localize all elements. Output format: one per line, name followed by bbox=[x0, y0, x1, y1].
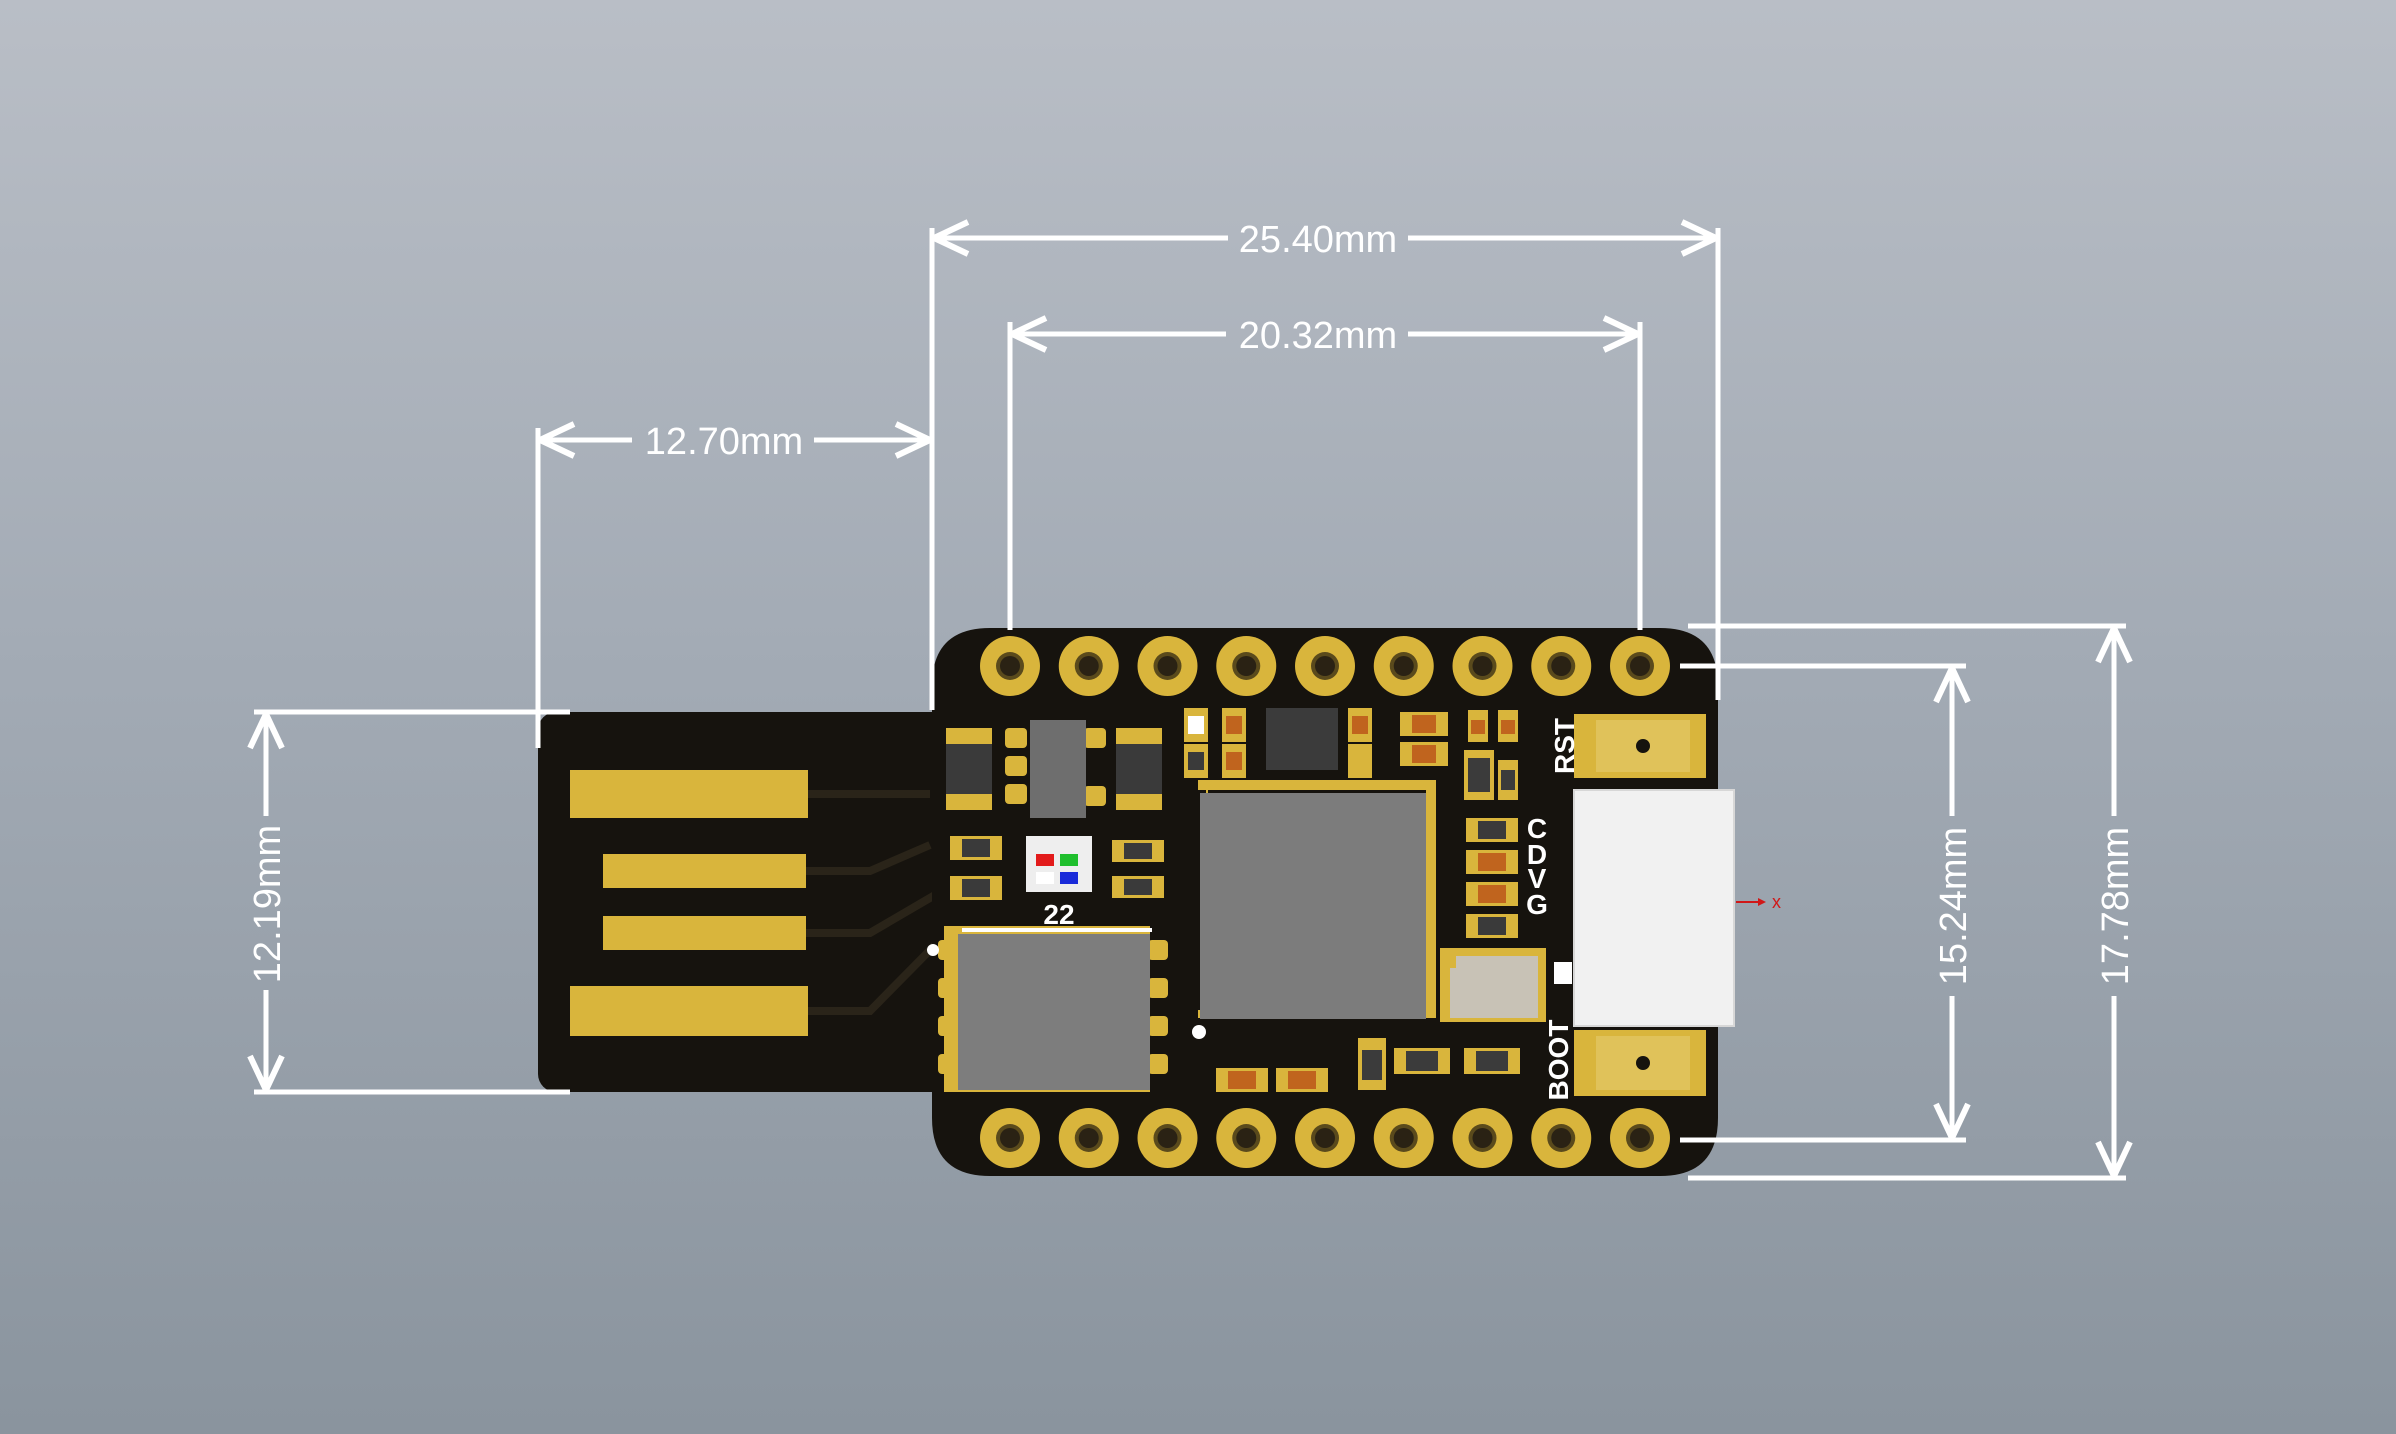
header-pin-top-3 bbox=[1137, 636, 1198, 696]
dim-17-78-label: 17.78mm bbox=[2095, 827, 2137, 985]
header-pin-top-8 bbox=[1531, 636, 1592, 696]
shielded-module bbox=[927, 926, 1168, 1092]
side-connector bbox=[1573, 789, 1735, 1027]
pcb-board: 22 bbox=[927, 628, 1781, 1176]
pin-label-v: V bbox=[1528, 863, 1547, 894]
header-pin-top-4 bbox=[1216, 636, 1277, 696]
bottom-parts bbox=[1216, 1038, 1520, 1092]
pin-label-g: G bbox=[1526, 889, 1548, 920]
header-pin-bottom-4 bbox=[1216, 1108, 1277, 1168]
dim-12-70-label: 12.70mm bbox=[645, 421, 803, 463]
pin-label-d: D bbox=[1527, 839, 1547, 870]
led-number-label: 22 bbox=[1043, 899, 1074, 930]
header-pin-bottom-3 bbox=[1137, 1108, 1198, 1168]
header-pin-bottom-2 bbox=[1058, 1108, 1119, 1168]
pin-label-c: C bbox=[1527, 813, 1547, 844]
connector-pads bbox=[1574, 714, 1706, 1096]
usb-plug bbox=[538, 712, 958, 1092]
header-pin-top-7 bbox=[1452, 636, 1513, 696]
usb-contact-2 bbox=[603, 854, 806, 888]
header-pin-top-2 bbox=[1058, 636, 1119, 696]
power-components bbox=[946, 720, 1162, 818]
header-pins-top bbox=[980, 636, 1670, 696]
voltage-regulator bbox=[1030, 720, 1086, 818]
dim-12-19-label: 12.19mm bbox=[247, 825, 289, 983]
header-pin-bottom-1 bbox=[980, 1108, 1040, 1168]
header-pin-top-5 bbox=[1295, 636, 1355, 696]
dimension-labels: 25.40mm 20.32mm 12.70mm 12.19mm 15.24mm … bbox=[247, 219, 2137, 985]
header-pin-top-9 bbox=[1610, 636, 1670, 696]
dim-20-32-label: 20.32mm bbox=[1239, 315, 1397, 357]
axis-indicator: x bbox=[1736, 892, 1781, 912]
axis-x-label: x bbox=[1772, 892, 1781, 912]
dim-25-40-label: 25.40mm bbox=[1239, 219, 1397, 261]
header-pin-bottom-8 bbox=[1531, 1108, 1592, 1168]
header-pin-top-6 bbox=[1373, 636, 1434, 696]
header-pins-bottom bbox=[980, 1108, 1670, 1168]
dim-15-24-label: 15.24mm bbox=[1933, 827, 1975, 985]
left-passives bbox=[950, 836, 1164, 900]
usb-contact-3 bbox=[603, 916, 806, 950]
header-pin-bottom-6 bbox=[1373, 1108, 1434, 1168]
header-pin-bottom-9 bbox=[1610, 1108, 1670, 1168]
rst-label: RST bbox=[1549, 718, 1580, 774]
boot-label: BOOT bbox=[1543, 1020, 1574, 1101]
dimension-lines bbox=[254, 228, 2126, 1181]
header-pin-top-1 bbox=[980, 636, 1040, 696]
mcu-chip bbox=[1192, 780, 1436, 1039]
right-passives bbox=[1464, 710, 1518, 938]
usb-contact-1 bbox=[570, 770, 808, 818]
crystal-oscillator bbox=[1440, 948, 1546, 1022]
top-middle-parts bbox=[1184, 708, 1448, 778]
rgb-led: 22 bbox=[1026, 836, 1092, 930]
header-pin-bottom-5 bbox=[1295, 1108, 1355, 1168]
header-pin-bottom-7 bbox=[1452, 1108, 1513, 1168]
usb-contact-4 bbox=[570, 986, 808, 1036]
